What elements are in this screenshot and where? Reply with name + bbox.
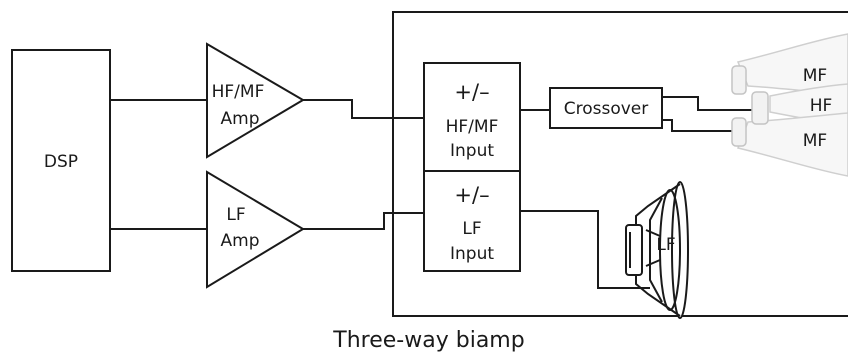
- wire-hf-amp-input: [303, 99, 424, 119]
- wire-lf-input-woofer: [520, 210, 650, 289]
- mf-driver-bottom: [731, 117, 747, 147]
- lf-input-polarity: +/–: [454, 183, 489, 207]
- hf-mf-input-polarity: +/–: [454, 80, 489, 104]
- lf-input-label-line2: Input: [450, 244, 494, 264]
- hf-mf-input-label-line2: Input: [450, 141, 494, 161]
- lf-input-block: [423, 170, 521, 272]
- hf-mf-input-label-line1: HF/MF: [446, 117, 499, 137]
- wire-crossover-mf: [662, 119, 736, 132]
- hf-mf-amp-label-line2: Amp: [221, 109, 260, 129]
- dsp-block: [11, 49, 111, 272]
- dsp-label: DSP: [44, 152, 78, 172]
- mf-horn-bottom: [736, 112, 848, 177]
- horn-label-top: MF: [803, 66, 827, 86]
- woofer-magnet: [625, 224, 643, 276]
- diagram-caption: Three-way biamp: [332, 328, 524, 353]
- hf-mf-amp: [206, 42, 305, 159]
- horn-array: MF HF MF: [731, 33, 848, 177]
- lf-amp-label-line1: LF: [226, 205, 245, 225]
- mf-horn-top: [736, 33, 848, 96]
- lf-amp: [206, 170, 305, 289]
- mf-driver-top: [731, 65, 747, 95]
- crossover-label: Crossover: [564, 99, 649, 119]
- lf-woofer: LF: [625, 181, 689, 319]
- hf-mf-amp-label-line1: HF/MF: [212, 82, 265, 102]
- woofer-frame-strut: [649, 197, 663, 303]
- lf-amp-label-line2: Amp: [221, 231, 260, 251]
- wire-crossover-hf: [662, 96, 752, 111]
- horn-label-middle: HF: [810, 96, 833, 116]
- wire-lf-amp-input: [303, 212, 424, 230]
- horn-label-bottom: MF: [803, 131, 827, 151]
- hf-mf-input-block: [423, 62, 521, 172]
- woofer-label: LF: [656, 235, 675, 255]
- woofer-spider: [645, 229, 661, 267]
- crossover-block: [549, 87, 663, 129]
- lf-input-label-line1: LF: [462, 219, 481, 239]
- speaker-cabinet: [392, 11, 848, 317]
- hf-driver: [751, 91, 769, 125]
